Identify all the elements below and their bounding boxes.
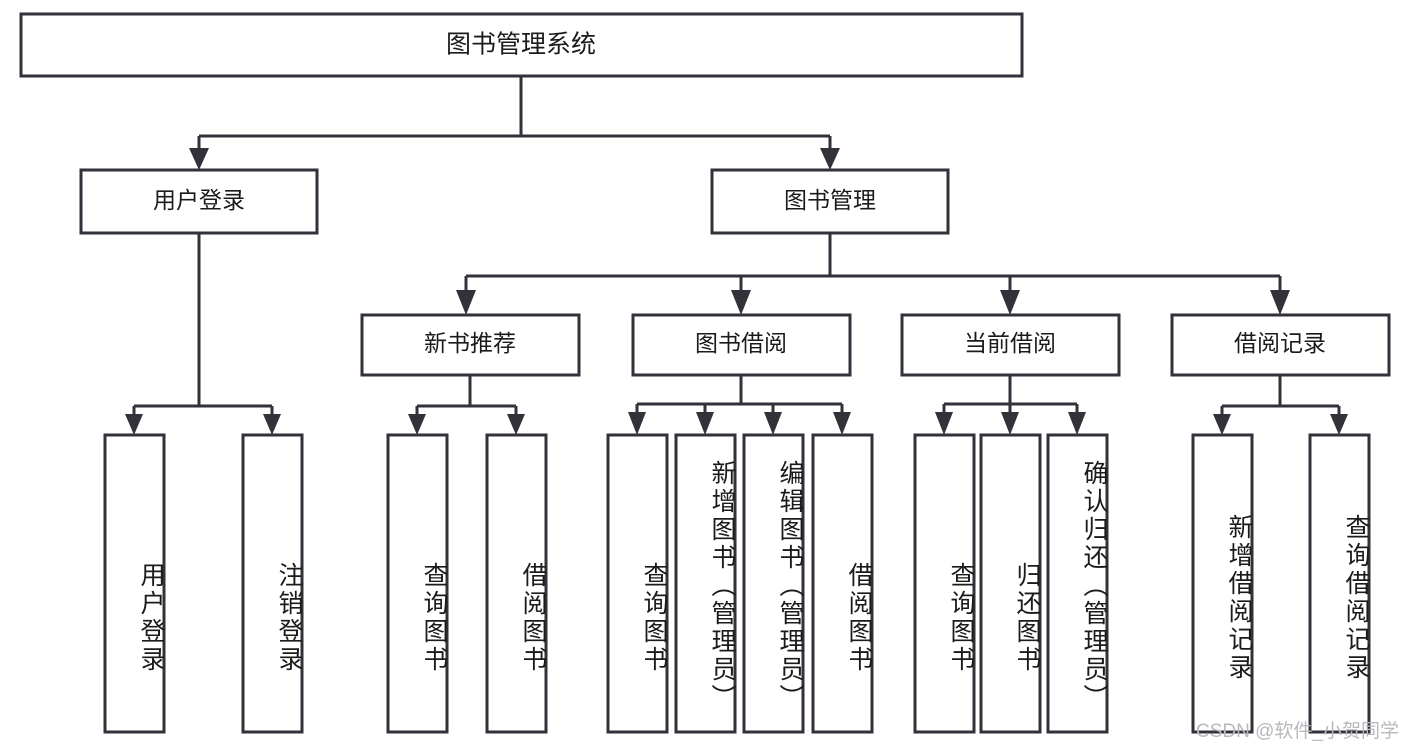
node-new-book-recommend[interactable]: 新书推荐	[360, 313, 581, 377]
leaf-rect-cu-query-book[interactable]	[913, 433, 976, 734]
node-borrow-record-rect[interactable]	[1170, 313, 1391, 377]
csdn-watermark: CSDN @软件_小贺同学	[1196, 721, 1399, 742]
node-book-borrow-label: 图书借阅	[695, 330, 787, 356]
arrow-head-new-book	[456, 290, 476, 315]
node-root[interactable]: 图书管理系统	[19, 12, 1024, 78]
arrow-head-nb-leaf-2	[507, 414, 525, 435]
node-current-borrow-label: 当前借阅	[964, 330, 1056, 356]
node-user-login-label: 用户登录	[153, 187, 245, 213]
arrow-head-record	[1270, 290, 1290, 315]
node-root-rect[interactable]	[19, 12, 1024, 78]
arrow-head-bookmgmt	[820, 148, 840, 170]
arrow-head-br-leaf-1	[628, 412, 646, 435]
leaf-rect-br-borrow-book[interactable]	[811, 433, 874, 734]
arrow-head-leaf-user-login	[125, 414, 143, 435]
leaf-boxes-record	[1191, 433, 1371, 734]
leaf-rect-cu-confirm-return[interactable]	[1046, 433, 1109, 734]
leaf-rect-rc-query-record[interactable]	[1308, 433, 1371, 734]
arrow-head-br-leaf-3	[764, 412, 782, 435]
leaf-rect-br-query-book[interactable]	[606, 433, 669, 734]
leaf-rect-logout[interactable]	[241, 433, 304, 734]
leaf-rect-rc-add-record[interactable]	[1191, 433, 1254, 734]
arrow-head-cu-leaf-3	[1068, 412, 1086, 435]
connector-group-root	[189, 76, 840, 170]
node-borrow-record[interactable]: 借阅记录	[1170, 313, 1391, 377]
connector-group-record	[1213, 375, 1348, 435]
arrow-head-br-leaf-4	[833, 412, 851, 435]
connector-group-bookmgmt	[456, 233, 1290, 315]
node-book-management-label: 图书管理	[784, 187, 876, 213]
node-root-label: 图书管理系统	[446, 31, 596, 59]
leaf-rect-user-login[interactable]	[103, 433, 166, 734]
connector-group-current	[935, 375, 1086, 435]
leaf-boxes-user-login	[103, 433, 304, 734]
arrow-head-login	[189, 148, 209, 170]
node-current-borrow[interactable]: 当前借阅	[900, 313, 1121, 377]
node-new-book-recommend-rect[interactable]	[360, 313, 581, 377]
leaf-boxes-borrow	[606, 433, 874, 734]
arrow-head-cu-leaf-1	[935, 412, 953, 435]
arrow-head-br-leaf-2	[696, 412, 714, 435]
node-book-borrow-rect[interactable]	[631, 313, 852, 377]
connector-group-new-book	[408, 375, 525, 435]
leaf-boxes-current	[913, 433, 1109, 734]
node-user-login-rect[interactable]	[79, 168, 319, 235]
arrow-head-rc-leaf-1	[1213, 414, 1231, 435]
leaf-rect-cu-return-book[interactable]	[979, 433, 1042, 734]
node-book-management-rect[interactable]	[710, 168, 950, 235]
leaf-rect-nb-query-book[interactable]	[386, 433, 449, 734]
leaf-rect-br-edit-book[interactable]	[742, 433, 805, 734]
node-book-management[interactable]: 图书管理	[710, 168, 950, 235]
arrow-head-cu-leaf-2	[1001, 412, 1019, 435]
node-new-book-recommend-label: 新书推荐	[424, 330, 516, 356]
arrow-head-current	[1000, 290, 1020, 315]
leaf-boxes-new-book	[386, 433, 548, 734]
connector-group-borrow	[628, 375, 851, 435]
node-current-borrow-rect[interactable]	[900, 313, 1121, 377]
node-borrow-record-label: 借阅记录	[1234, 330, 1326, 356]
connector-group-login	[125, 233, 281, 435]
node-user-login[interactable]: 用户登录	[79, 168, 319, 235]
leaf-rect-nb-borrow-book[interactable]	[485, 433, 548, 734]
arrow-head-nb-leaf-1	[408, 414, 426, 435]
arrow-head-rc-leaf-2	[1330, 414, 1348, 435]
arrow-head-leaf-logout	[263, 414, 281, 435]
leaf-rect-br-add-book[interactable]	[674, 433, 737, 734]
arrow-head-borrow	[731, 290, 751, 315]
node-book-borrow[interactable]: 图书借阅	[631, 313, 852, 377]
